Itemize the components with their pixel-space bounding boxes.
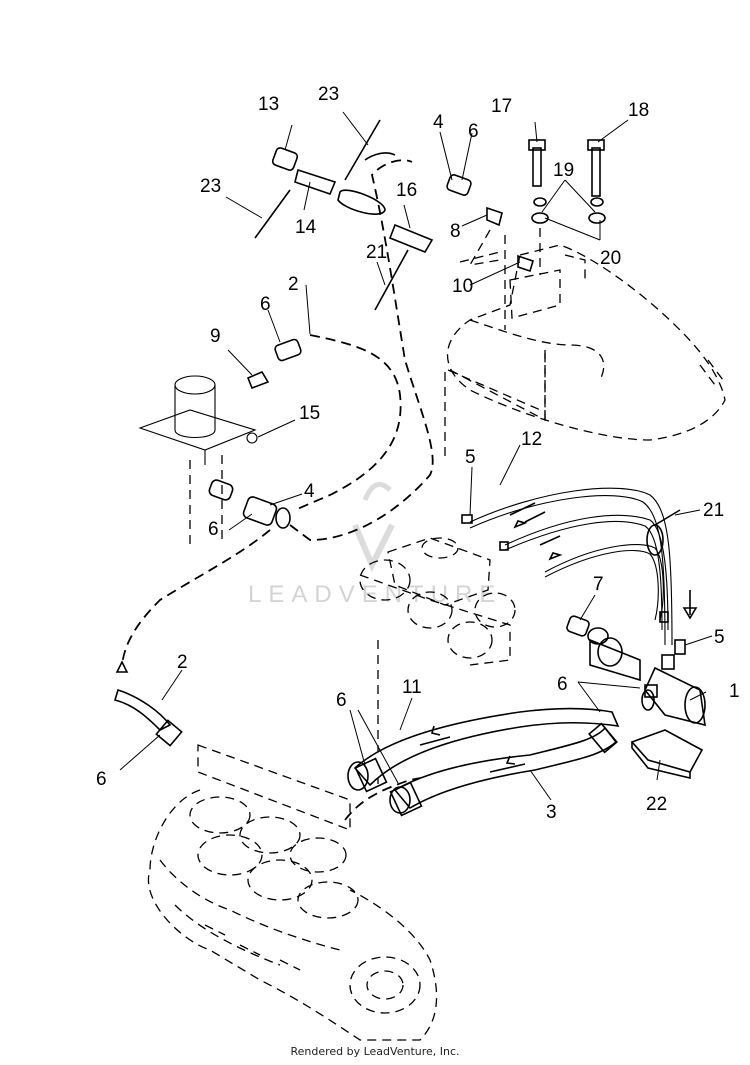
callout-15: 15: [299, 403, 320, 424]
callout-6-upper-left: 6: [260, 294, 271, 315]
callout-10: 10: [452, 276, 473, 297]
tubes-12: [461, 487, 698, 655]
callout-1: 1: [729, 681, 740, 702]
callout-6-lower-left: 6: [96, 769, 107, 790]
callout-2-bottom: 2: [177, 652, 188, 673]
callout-19: 19: [553, 160, 574, 181]
callout-4-top: 4: [433, 112, 444, 133]
manifold-1: [566, 615, 706, 727]
callout-4-left: 4: [304, 481, 315, 502]
hose-2-lower: [113, 660, 183, 747]
engine: [147, 744, 438, 1041]
callout-14: 14: [295, 217, 317, 238]
callout-22: 22: [646, 794, 667, 815]
injection-block: [138, 375, 258, 545]
pump: [359, 537, 516, 785]
part-22-pad: [630, 729, 704, 780]
callout-6-top: 6: [468, 121, 479, 142]
callout-5-right: 5: [714, 627, 725, 648]
callout-13: 13: [258, 94, 279, 115]
callout-6-mid-left: 6: [208, 519, 219, 540]
callout-23-left: 23: [200, 176, 221, 197]
hose-3: [389, 722, 618, 817]
watermark: LEADVENTURE: [248, 481, 502, 608]
callout-8: 8: [450, 221, 461, 242]
callout-7: 7: [593, 574, 604, 595]
hose-11: [347, 707, 620, 793]
callouts: 1 2 2 3 4 4 5 5 6 6 6 6 6 6 7 8 9 10 11 …: [96, 84, 740, 823]
callout-5-top: 5: [465, 447, 476, 468]
fittings-top: [254, 119, 681, 526]
callout-23-top: 23: [318, 84, 339, 105]
fittings-left: [208, 338, 302, 529]
callout-17: 17: [491, 96, 512, 117]
callout-21-right: 21: [703, 500, 724, 521]
callout-11: 11: [402, 677, 422, 698]
callout-12: 12: [521, 429, 542, 450]
callout-21-top: 21: [366, 242, 387, 263]
callout-6-manifold: 6: [557, 674, 568, 695]
oil-tank: [447, 244, 726, 441]
callout-18: 18: [628, 100, 649, 121]
callout-6-hoses: 6: [336, 690, 347, 711]
footer-credit: Rendered by LeadVenture, Inc.: [290, 1045, 460, 1058]
callout-16: 16: [396, 180, 417, 201]
leader-lines: [119, 111, 713, 801]
callout-20: 20: [600, 248, 621, 269]
hose-routes: [121, 159, 601, 821]
callout-3: 3: [546, 802, 557, 823]
callout-2-top: 2: [288, 274, 299, 295]
watermark-text: LEADVENTURE: [248, 581, 502, 608]
callout-9: 9: [210, 326, 221, 347]
